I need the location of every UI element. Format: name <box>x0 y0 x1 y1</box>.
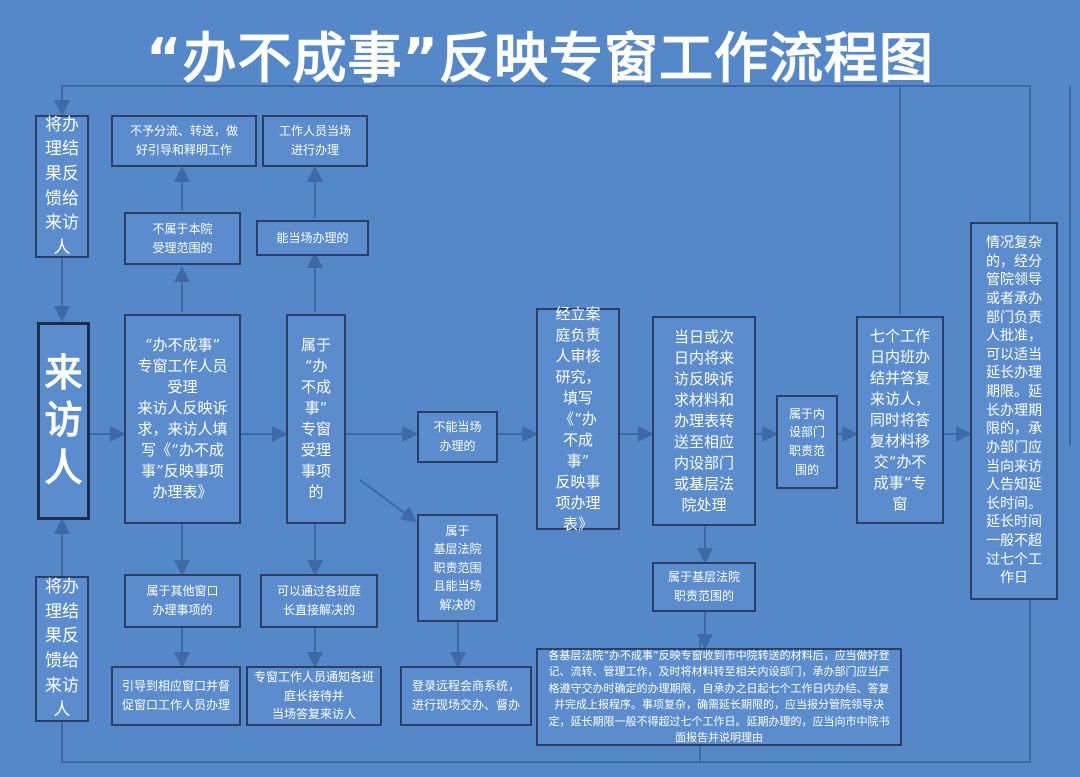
feedback-box-bottom: 将办 理结 果反 馈给 来访 人 <box>35 576 89 722</box>
no-divert-box: 不予分流、转送，做 好引导和释明工作 <box>111 115 257 167</box>
guide-window-box: 引导到相应窗口并督 促窗口工作人员办理 <box>111 666 241 726</box>
tingzhang-box: 可以通过各班庭 长直接解决的 <box>260 574 378 628</box>
transfer-box: 当日或次 日内将来 访反映诉 求材料和 办理表转 送至相应 内设部门 或基层法 … <box>652 316 756 526</box>
accept-box: “办不成事” 专窗工作人员 受理 来访人反映诉 求，来访人填 写《“办不成 事”… <box>124 314 241 524</box>
other-window-box: 属于其他窗口 办理事项的 <box>124 574 241 628</box>
belongs-box: 属于 “办 不成 事” 专窗 受理 事项 的 <box>286 314 346 524</box>
cannot-onsite-box: 不能当场 办理的 <box>417 411 498 463</box>
grassroots-scope-box: 属于 基层法院 职责范围 且能当场 解决的 <box>417 514 498 622</box>
seven-days-box: 七个工作 日内班办 结并答复 来访人， 同时将答 复材料移 交“办不 成事”专 … <box>856 316 944 524</box>
visitor-box: 来 访 人 <box>37 322 90 520</box>
dept-scope-box: 属于内 设部门 职责范 围的 <box>776 395 838 489</box>
remote-box: 登录远程会商系统， 进行现场交办、督办 <box>400 666 532 726</box>
page-title: “办不成事”反映专窗工作流程图 <box>146 27 934 90</box>
complex-case-box: 情况复杂 的，经分 管院领导 或者承办 部门负责 人批准， 可以适当 延长办理 … <box>970 222 1058 600</box>
notify-tingzhang-box: 专窗工作人员通知各班 庭长接待并 当场答复来访人 <box>246 666 382 726</box>
grassroots-scope2-box: 属于基层法院 职责范围的 <box>652 562 756 612</box>
not-in-scope-box: 不属于本院 受理范围的 <box>124 212 241 265</box>
review-box: 经立案 庭负责 人审核 研究， 填写 《“办 不成 事” 反映事 项办理 表》 <box>536 305 620 533</box>
can-onsite-box: 能当场办理的 <box>256 220 369 256</box>
feedback-box-top: 将办 理结 果反 馈给 来访 人 <box>35 115 89 258</box>
staff-onsite-box: 工作人员当场 进行办理 <box>262 115 368 167</box>
grassroots-note-box: 各基层法院“办不成事”反映专窗收到市中院转送的材料后，应当做好登记、流转、管理工… <box>536 648 902 746</box>
